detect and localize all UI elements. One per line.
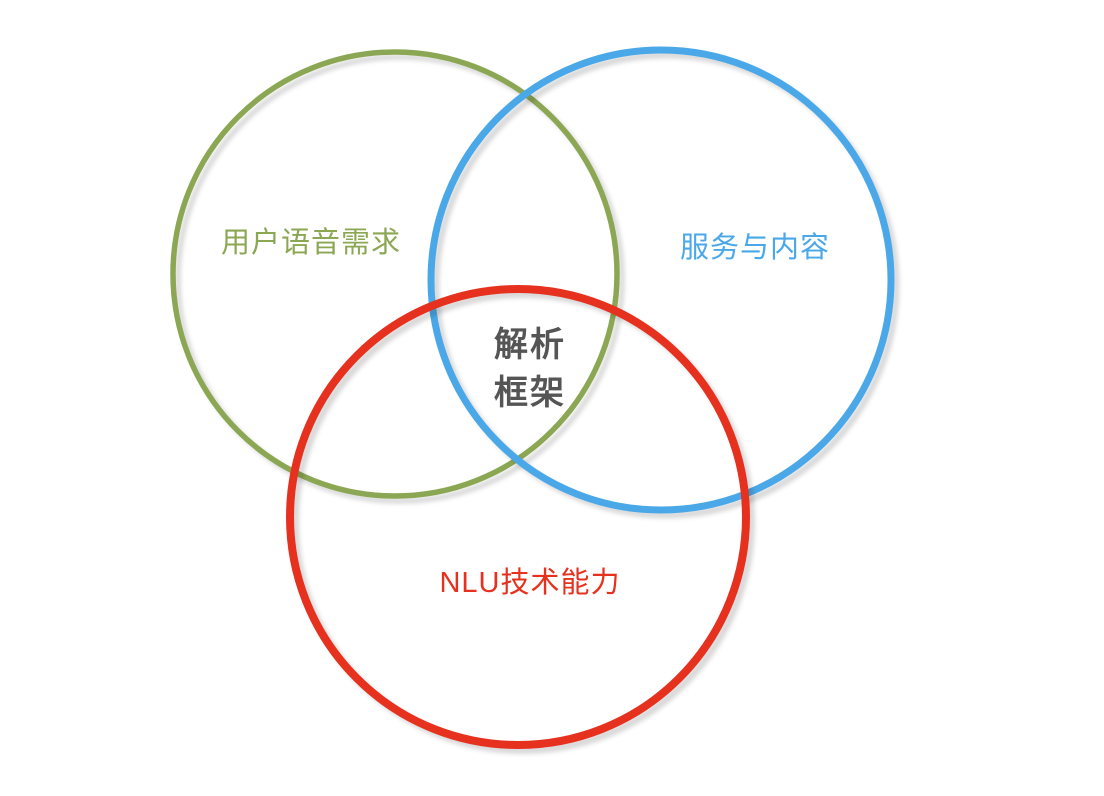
center-label-line2: 框架 bbox=[494, 374, 566, 412]
label-user-voice-needs: 用户语音需求 bbox=[221, 226, 401, 259]
circle-nlu-capability bbox=[286, 285, 750, 749]
circle-services-and-content bbox=[427, 46, 895, 514]
center-label-line1: 解析 bbox=[494, 326, 566, 364]
label-nlu-capability: NLU技术能力 bbox=[439, 566, 620, 599]
circle-user-voice-needs bbox=[170, 49, 620, 499]
label-services-and-content: 服务与内容 bbox=[680, 231, 830, 264]
